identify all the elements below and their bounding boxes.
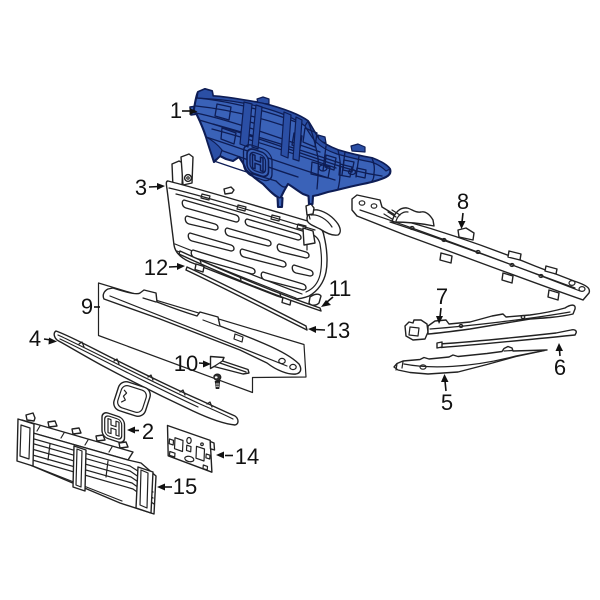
svg-text:4: 4 [29,326,41,351]
svg-text:7: 7 [436,284,448,309]
svg-text:5: 5 [441,390,453,415]
svg-text:14: 14 [235,444,259,469]
svg-text:11: 11 [329,276,352,301]
svg-text:8: 8 [457,189,469,214]
svg-text:13: 13 [326,318,350,343]
svg-text:2: 2 [142,419,154,444]
svg-text:12: 12 [144,255,168,280]
svg-text:3: 3 [135,175,147,200]
svg-text:1: 1 [170,98,182,123]
svg-text:6: 6 [554,355,566,380]
svg-text:15: 15 [173,474,197,499]
svg-text:9: 9 [81,294,93,319]
svg-text:10: 10 [174,351,198,376]
